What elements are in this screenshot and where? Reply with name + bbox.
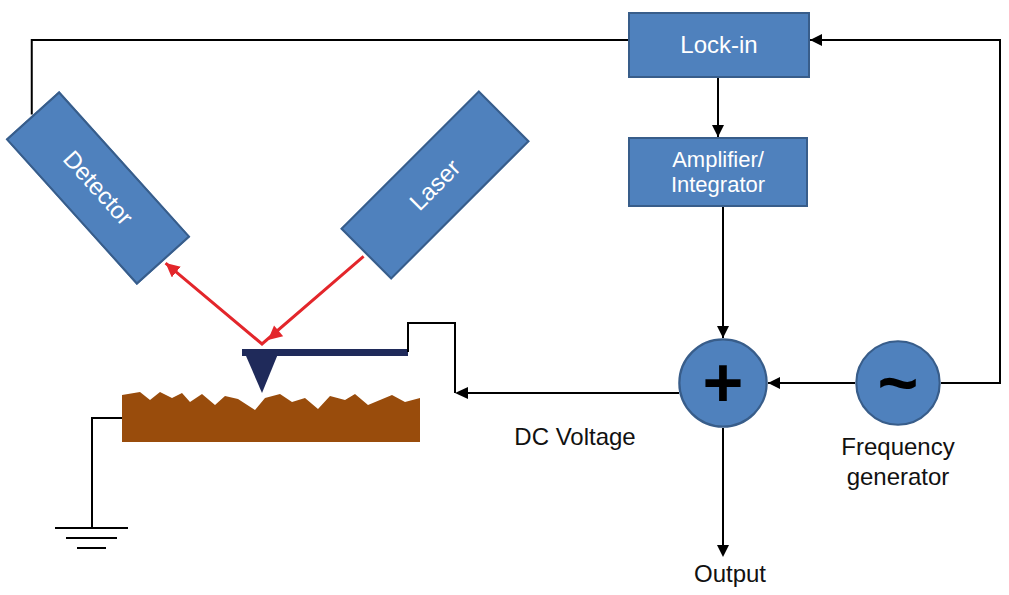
signal-wire — [768, 382, 855, 384]
box-label: Detector — [57, 145, 138, 231]
node-caption: Frequency generator — [823, 432, 973, 492]
ground-wire — [92, 418, 122, 528]
laser-box: Laser — [340, 90, 530, 280]
signal-label: DC Voltage — [514, 424, 635, 450]
box-label: Amplifier/ Integrator — [636, 147, 800, 198]
bias-wire — [408, 323, 455, 393]
detector-box: Detector — [6, 91, 191, 285]
dc-voltage-wire — [466, 392, 679, 394]
arrowhead — [455, 387, 468, 399]
lock-in-box: Lock-in — [628, 12, 810, 78]
symbol-glyph: + — [703, 348, 744, 418]
signal-wire — [722, 207, 724, 338]
ground-symbol — [55, 527, 128, 529]
box-label: Lock-in — [680, 31, 757, 59]
probe-tip — [243, 349, 280, 393]
summing-junction: + — [678, 338, 768, 428]
frequency-generator: ~Frequency generator — [855, 340, 941, 426]
signal-wire — [810, 40, 1000, 383]
arrowhead — [263, 326, 283, 346]
ground-symbol — [66, 537, 117, 539]
output-wire — [722, 428, 724, 546]
arrowhead — [717, 545, 729, 557]
signal-wire — [32, 40, 628, 114]
laser-beam — [166, 256, 364, 344]
circle-shape — [856, 341, 939, 424]
circle-shape — [679, 339, 766, 426]
signal-wire — [717, 78, 719, 137]
ground-symbol — [77, 547, 106, 549]
box-label: Laser — [404, 154, 466, 216]
amplifier-box: Amplifier/ Integrator — [628, 137, 808, 207]
symbol-glyph: ~ — [878, 348, 919, 418]
sample-surface — [122, 392, 420, 442]
output-label: Output — [694, 561, 766, 587]
